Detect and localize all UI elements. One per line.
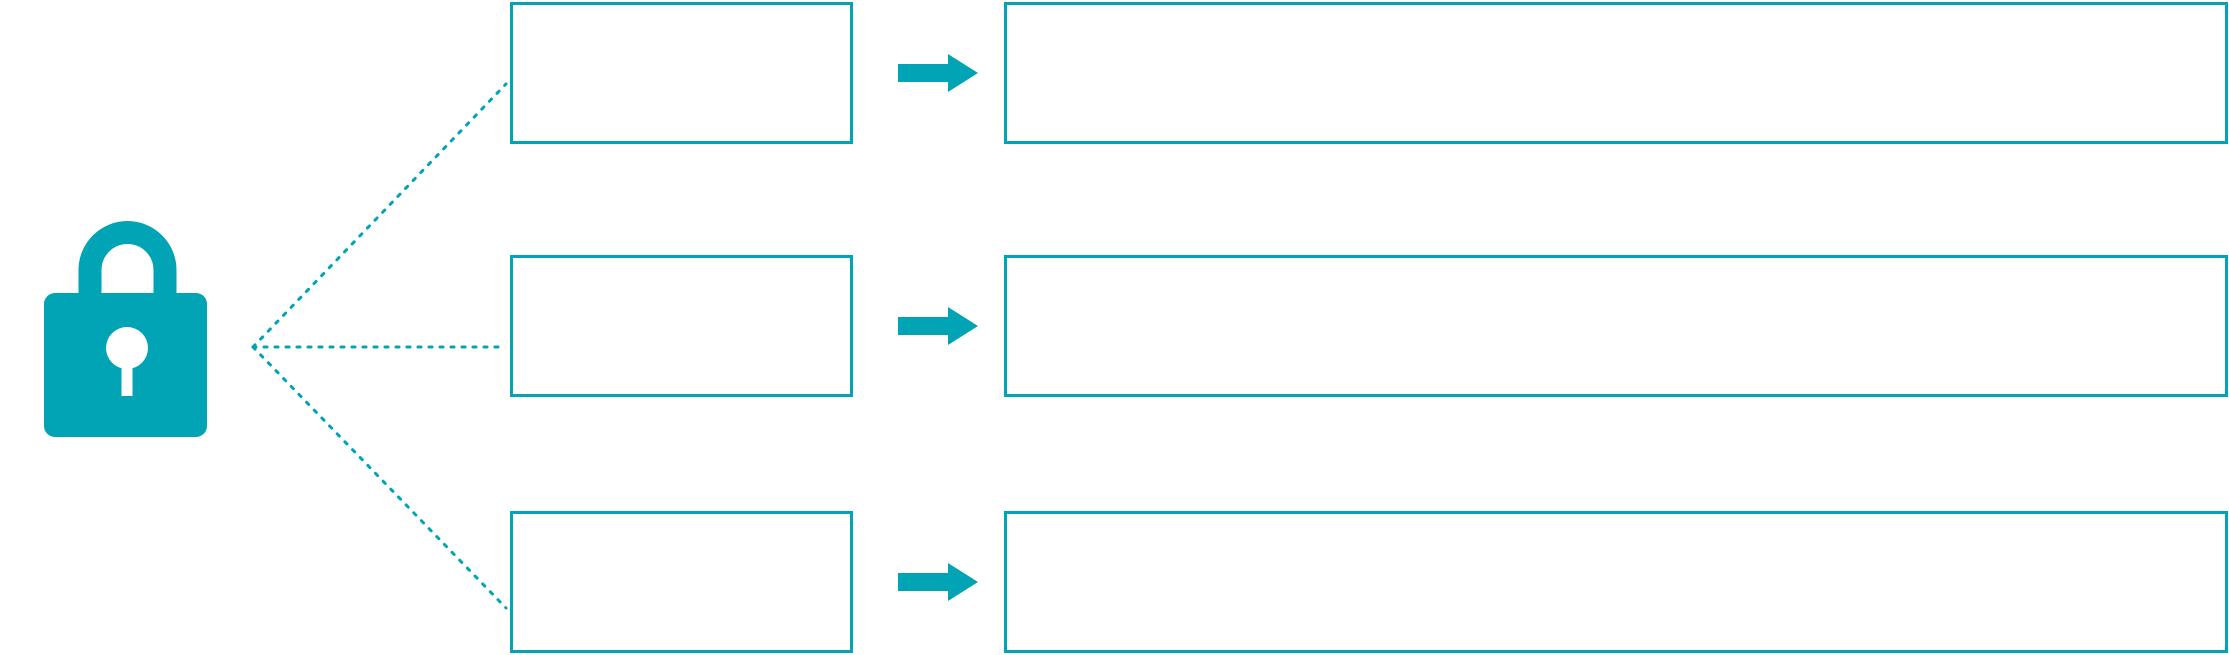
category-box xyxy=(510,255,853,397)
arrow-right-icon xyxy=(898,54,978,92)
dotted-connector-bottom xyxy=(251,345,508,610)
category-box xyxy=(510,511,853,653)
dotted-connector-top xyxy=(251,82,508,349)
arrow-right-icon xyxy=(898,307,978,345)
connector-lines xyxy=(251,82,508,610)
category-box xyxy=(510,2,853,144)
detail-box xyxy=(1004,255,2228,397)
detail-box xyxy=(1004,511,2228,653)
lock-icon xyxy=(44,221,207,437)
detail-box xyxy=(1004,2,2228,144)
arrow-right-icon xyxy=(898,563,978,601)
